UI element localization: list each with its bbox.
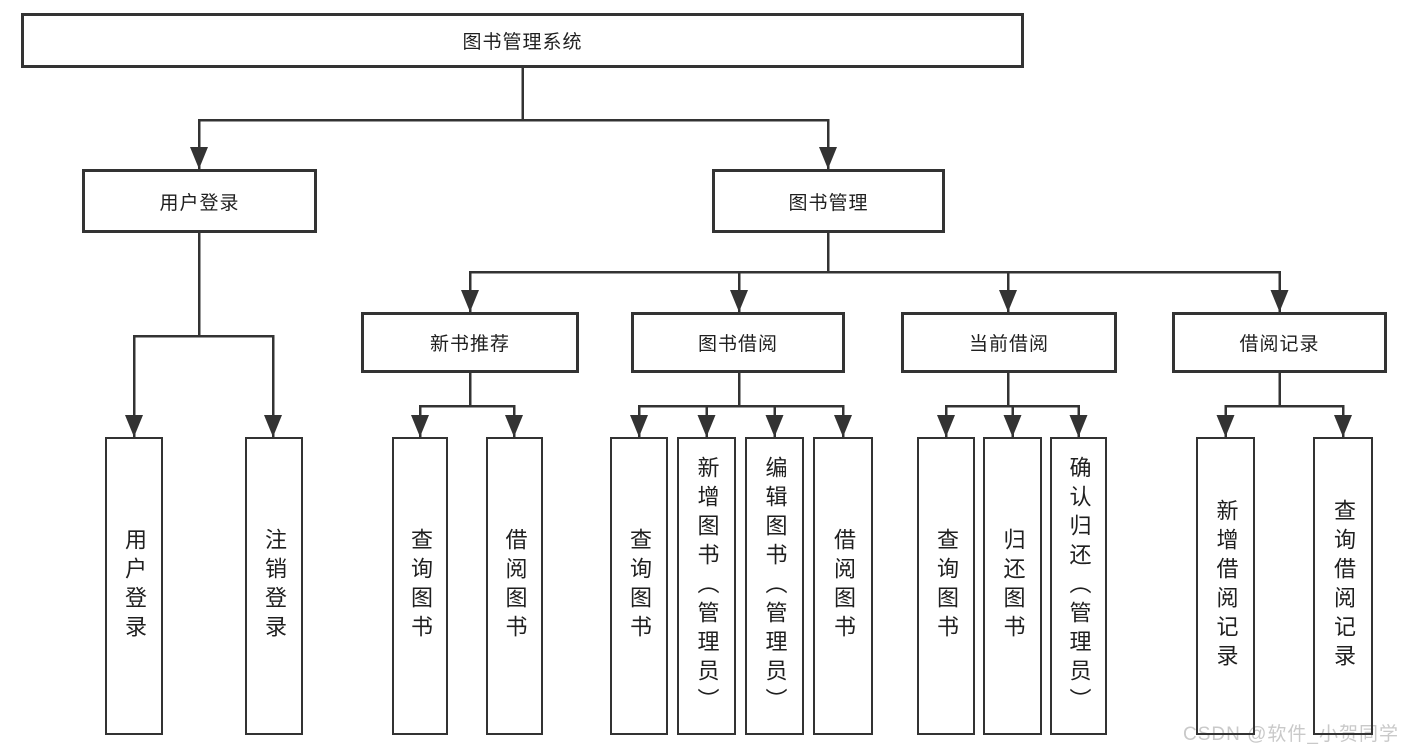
leaf-current-query-books: 查询图书 (917, 437, 975, 735)
tree-branch-lines (132, 68, 1345, 437)
leaf-current-confirm-return-admin-label: 确认归还（管理员） (1066, 455, 1092, 717)
leaf-user-login-label: 用户登录 (122, 528, 147, 644)
watermark: CSDN @软件_小贺同学 (1183, 724, 1399, 745)
leaf-newbooks-borrow-books: 借阅图书 (486, 437, 543, 735)
leaf-records-add-record-label: 新增借阅记录 (1213, 499, 1239, 673)
leaf-borrowing-add-books-admin-label: 新增图书（管理员） (694, 455, 720, 717)
leaf-borrowing-query-books: 查询图书 (610, 437, 668, 735)
leaf-records-query-record: 查询借阅记录 (1313, 437, 1373, 735)
leaf-borrowing-borrow-books: 借阅图书 (813, 437, 873, 735)
leaf-current-confirm-return-admin: 确认归还（管理员） (1050, 437, 1107, 735)
node-book-management-label: 图书管理 (788, 192, 869, 214)
leaf-newbooks-borrow-books-label: 借阅图书 (502, 528, 528, 644)
leaf-logout: 注销登录 (245, 437, 303, 735)
node-borrow-records-label: 借阅记录 (1239, 334, 1320, 355)
node-new-book-recommend-label: 新书推荐 (429, 334, 510, 355)
node-borrow-records: 借阅记录 (1172, 312, 1387, 373)
arrowheads (125, 147, 1352, 437)
leaf-borrowing-borrow-books-label: 借阅图书 (831, 528, 856, 644)
node-user-login: 用户登录 (82, 169, 317, 233)
leaf-borrowing-edit-books-admin: 编辑图书（管理员） (745, 437, 804, 735)
node-current-borrowing-label: 当前借阅 (968, 334, 1049, 355)
leaf-borrowing-edit-books-admin-label: 编辑图书（管理员） (762, 455, 788, 717)
leaf-current-return-books-label: 归还图书 (1000, 528, 1026, 644)
node-book-management: 图书管理 (712, 169, 945, 233)
node-root: 图书管理系统 (21, 13, 1024, 68)
leaf-borrowing-query-books-label: 查询图书 (627, 528, 652, 644)
node-root-label: 图书管理系统 (462, 32, 583, 53)
leaf-newbooks-query-books-label: 查询图书 (408, 528, 433, 644)
leaf-newbooks-query-books: 查询图书 (392, 437, 448, 735)
leaf-current-query-books-label: 查询图书 (934, 528, 959, 644)
node-book-borrowing: 图书借阅 (631, 312, 845, 373)
node-new-book-recommend: 新书推荐 (361, 312, 579, 373)
leaf-records-query-record-label: 查询借阅记录 (1331, 499, 1356, 673)
leaf-logout-label: 注销登录 (262, 528, 287, 644)
leaf-user-login: 用户登录 (105, 437, 163, 735)
leaf-borrowing-add-books-admin: 新增图书（管理员） (677, 437, 736, 735)
leaf-records-add-record: 新增借阅记录 (1196, 437, 1255, 735)
node-current-borrowing: 当前借阅 (901, 312, 1117, 373)
leaf-current-return-books: 归还图书 (983, 437, 1042, 735)
node-book-borrowing-label: 图书借阅 (697, 334, 778, 355)
node-user-login-label: 用户登录 (159, 192, 240, 214)
